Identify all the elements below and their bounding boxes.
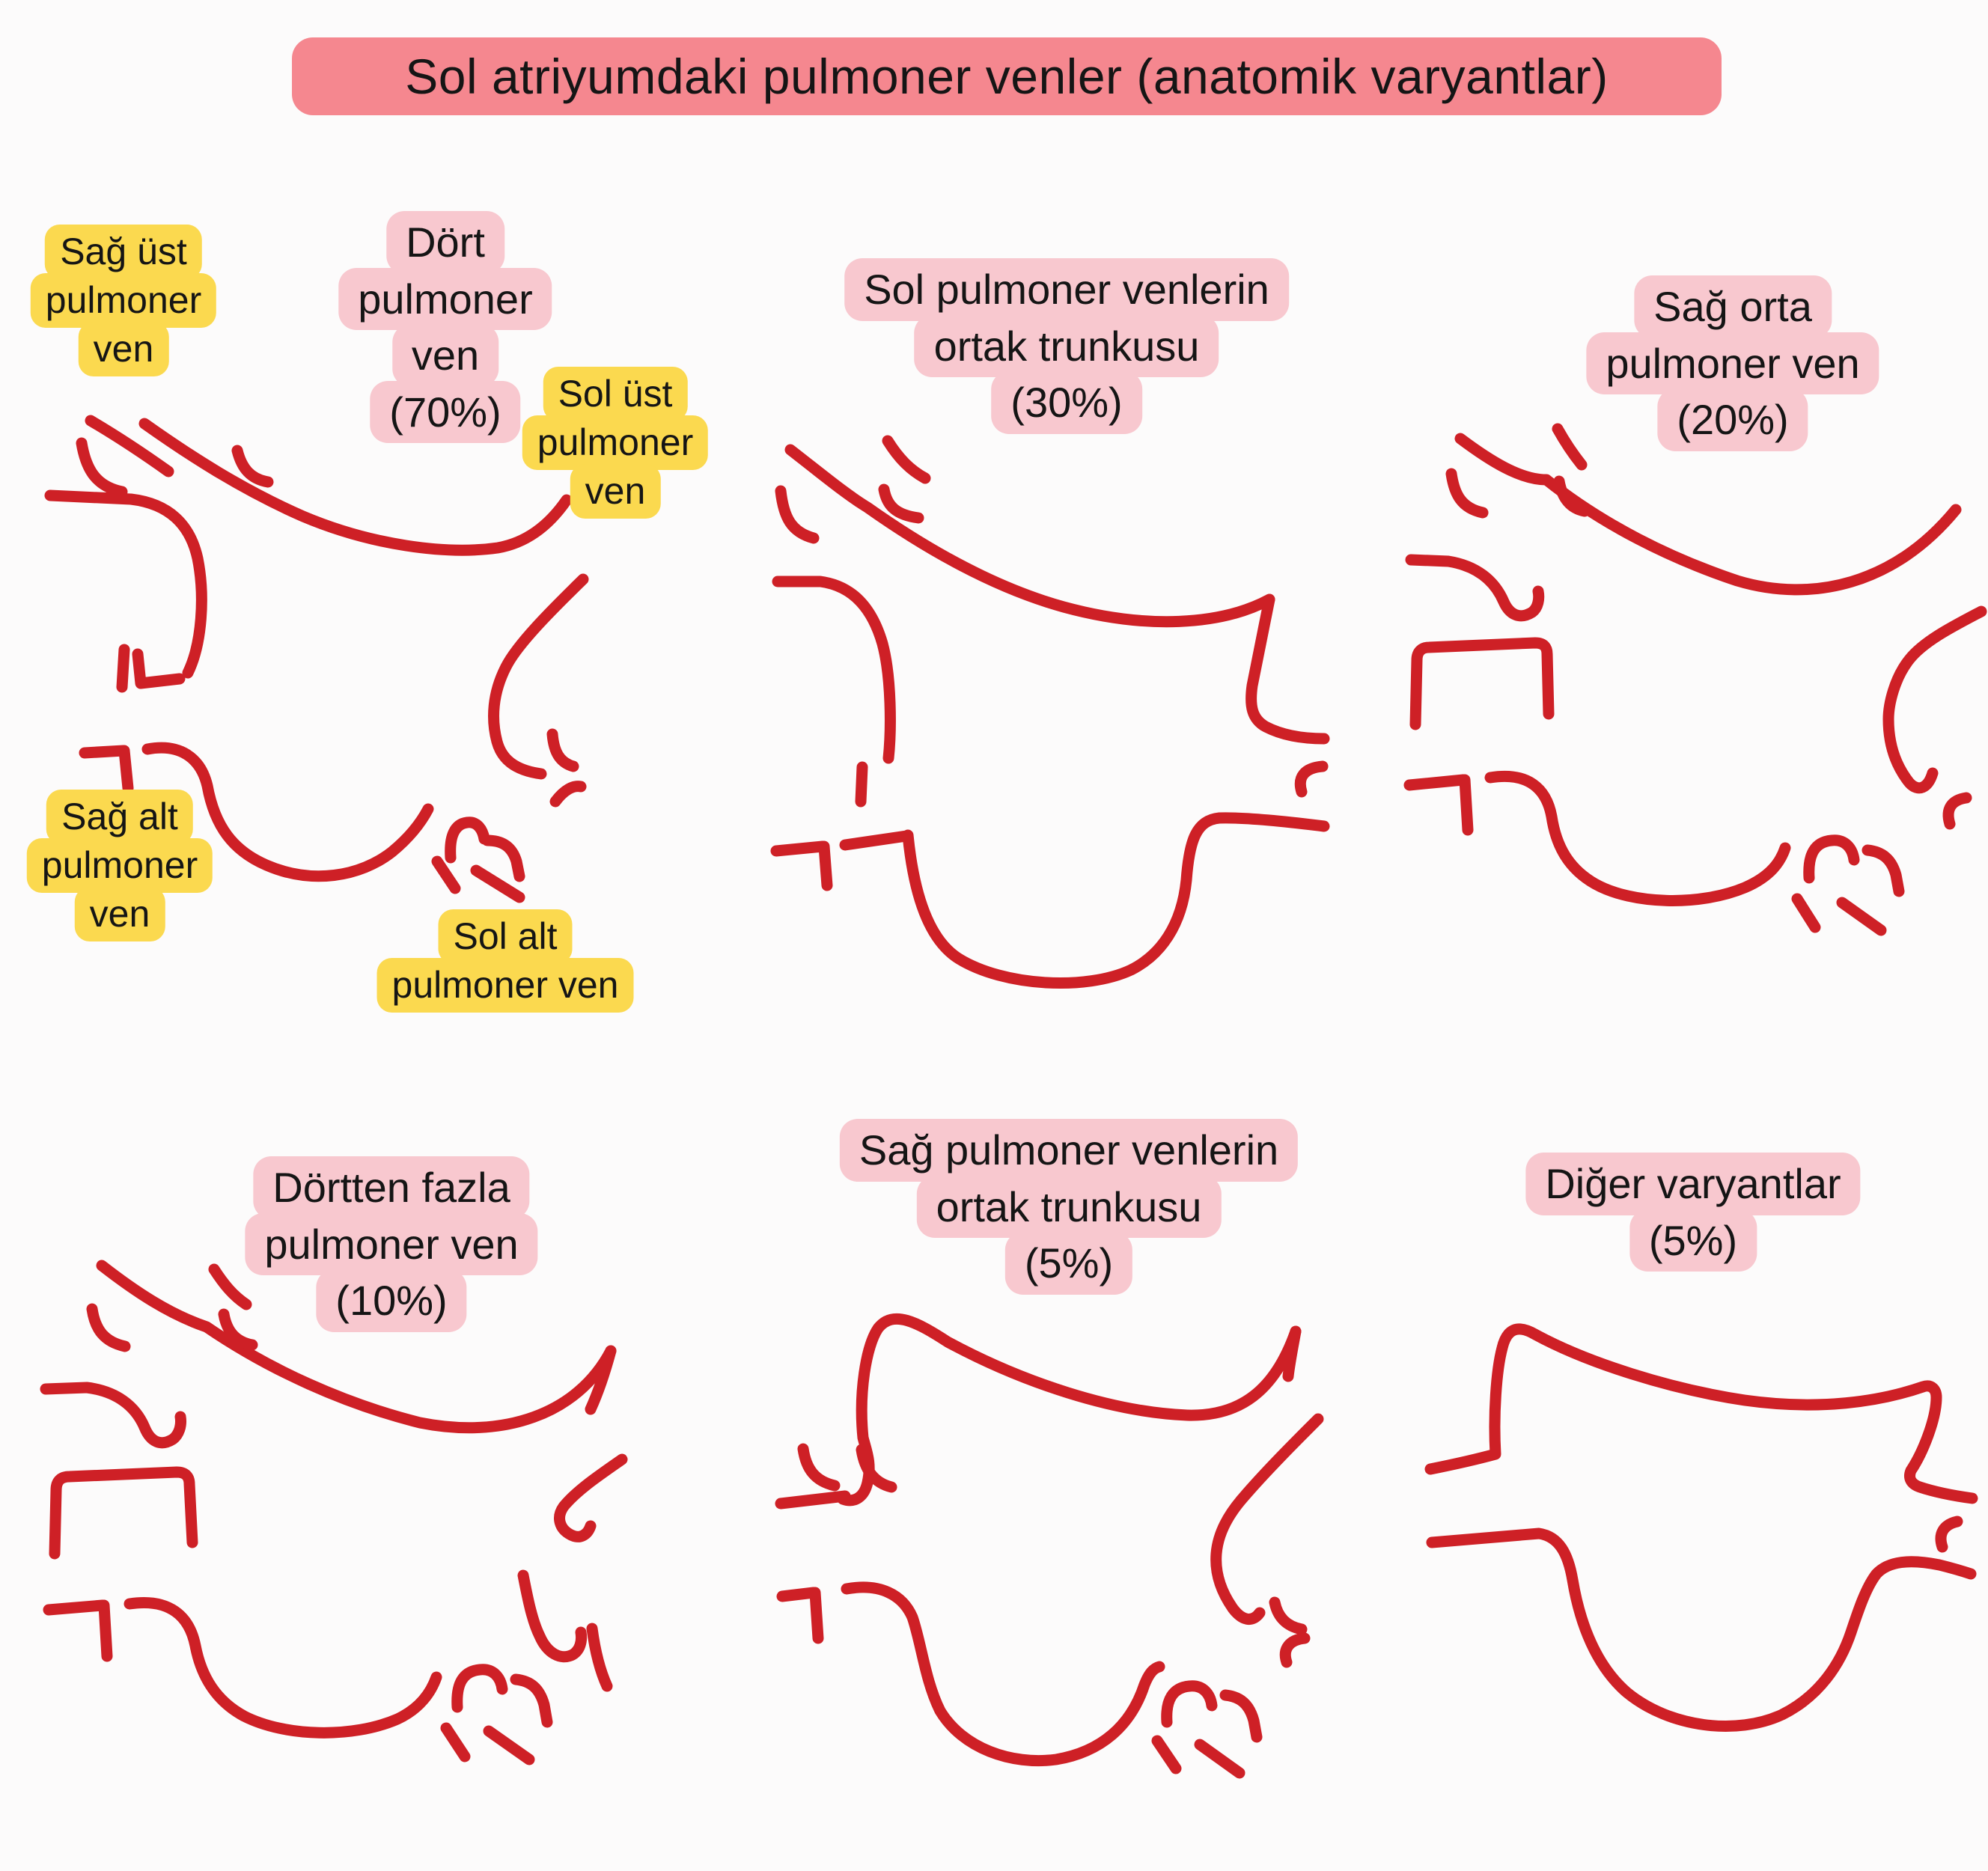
atrium-drawing-four-veins xyxy=(44,415,589,903)
panel-label-four-veins: Dört pulmoner ven (70%) xyxy=(338,211,552,444)
panel-label-right-common-trunk: Sağ pulmoner venlerin ortak trunkusu (5%… xyxy=(839,1119,1299,1295)
callout-left-superior-vein: Sol üst pulmoner ven xyxy=(522,367,709,519)
panel-label-left-common-trunk: Sol pulmoner venlerin ortak trunkusu (30… xyxy=(844,258,1289,434)
atrium-drawing-more-than-four xyxy=(40,1260,628,1765)
page-title: Sol atriyumdaki pulmoner venler (anatomi… xyxy=(292,37,1722,115)
callout-right-superior-vein: Sağ üst pulmoner ven xyxy=(30,225,217,376)
atrium-drawing-other-variants xyxy=(1424,1323,1978,1732)
panel-label-other-variants: Diğer varyantlar (5%) xyxy=(1525,1153,1861,1272)
atrium-drawing-right-common-trunk xyxy=(775,1313,1324,1779)
panel-label-more-than-four: Dörtten fazla pulmoner ven (10%) xyxy=(245,1156,538,1332)
atrium-drawing-left-common-trunk xyxy=(770,435,1330,989)
callout-left-inferior-vein: Sol alt pulmoner ven xyxy=(376,909,634,1013)
callout-right-inferior-vein: Sağ alt pulmoner ven xyxy=(26,790,213,941)
panel-label-right-middle-vein: Sağ orta pulmoner ven (20%) xyxy=(1586,275,1879,451)
atrium-drawing-right-middle-vein xyxy=(1403,423,1987,936)
